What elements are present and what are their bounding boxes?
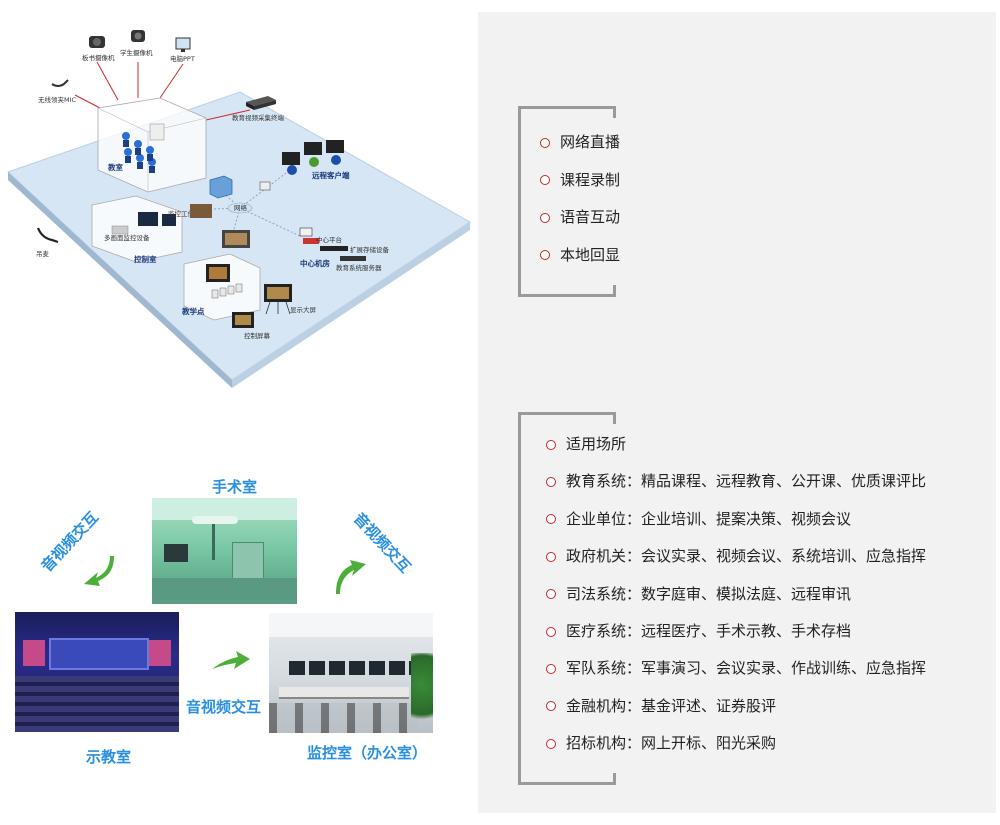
remote-client: [282, 140, 344, 175]
label-network: 网络: [234, 203, 248, 212]
label-demo-classroom: 示教室: [86, 748, 132, 766]
bullet-icon: [546, 664, 556, 675]
network-node: [209, 175, 271, 214]
label-teaching-point: 教学点: [181, 306, 205, 316]
application-label: 适用场所: [566, 435, 627, 453]
applications-list: 适用场所 教育系统：精品课程、远程教育、公开课、优质课评比 企业单位：企业培训、…: [546, 426, 926, 763]
application-item: 司法系统：数字庭审、模拟法庭、远程审讯: [546, 576, 926, 613]
control-room-box: [91, 195, 183, 263]
arrow-down-left-icon: [84, 556, 114, 586]
board-camera: [89, 36, 105, 48]
bullet-icon: [546, 738, 556, 749]
photo-operating-room: [152, 498, 297, 604]
features-bracket: [518, 106, 616, 297]
wireless-mic-icon: [51, 79, 69, 87]
bullet-icon: [546, 701, 556, 712]
teaching-point-box: [183, 253, 261, 321]
label-wireless-mic: 无线领夹MIC: [38, 95, 77, 104]
application-label: 企业单位：企业培训、提案决策、视频会议: [566, 509, 852, 528]
label-av-interaction-bottom: 音视频交互: [186, 698, 262, 716]
label-hanging-mic: 吊麦: [36, 249, 50, 258]
label-remote-client: 远程客户端: [312, 170, 350, 180]
feature-item: 语音互动: [540, 199, 620, 237]
label-control-workstation: 监控工作站: [168, 209, 201, 218]
label-student-camera: 学生摄像机: [120, 48, 153, 57]
label-center-platform: 中心平台: [316, 235, 342, 244]
feature-item: 本地回显: [540, 237, 620, 275]
application-label: 教育系统：精品课程、远程教育、公开课、优质课评比: [566, 472, 927, 491]
hanging-mic-icon: [36, 227, 59, 244]
control-screens: [190, 204, 250, 248]
application-item: 金融机构：基金评述、证券股评: [546, 688, 926, 725]
bullet-icon: [540, 175, 550, 186]
application-label: 招标机构：网上开标、阳光采购: [566, 734, 777, 753]
application-item: 教育系统：精品课程、远程教育、公开课、优质课评比: [546, 463, 926, 500]
classroom-box: [97, 97, 207, 193]
label-control-room: 控制室: [134, 254, 157, 264]
feature-label: 语音互动: [560, 208, 621, 226]
application-item: 企业单位：企业培训、提案决策、视频会议: [546, 501, 926, 538]
feature-label: 本地回显: [560, 245, 621, 264]
topology-diagram: 板书摄像机 学生摄像机 电脑PPT 无线领夹MIC: [7, 30, 471, 388]
label-pc-ppt: 电脑PPT: [170, 54, 195, 63]
feature-label: 课程录制: [560, 170, 621, 189]
label-projector: 显示大屏: [290, 305, 317, 314]
label-edu-server: 教育系统服务器: [336, 263, 382, 272]
feature-label: 网络直播: [560, 133, 621, 151]
application-item: 适用场所: [546, 426, 926, 463]
bullet-icon: [540, 137, 550, 148]
arrow-up-right-icon: [336, 560, 366, 594]
applications-bracket: [518, 412, 616, 785]
bullet-icon: [546, 439, 556, 450]
photo-monitor-room: [269, 613, 433, 733]
application-label: 军队系统：军事演习、会议实录、作战训练、应急指挥: [566, 659, 927, 678]
control-screen: [232, 312, 254, 328]
application-item: 政府机关：会议实录、视频会议、系统培训、应急指挥: [546, 538, 926, 575]
bullet-icon: [546, 551, 556, 562]
arrow-right-icon: [212, 651, 250, 669]
label-classroom: 教室: [107, 162, 123, 172]
feature-item: 网络直播: [540, 124, 620, 162]
label-capture-terminal: 教育视频采集终端: [232, 113, 285, 122]
application-label: 金融机构：基金评述、证券股评: [566, 696, 777, 715]
bullet-icon: [546, 589, 556, 600]
feature-item: 课程录制: [540, 162, 620, 200]
student-camera: [131, 30, 145, 42]
bullet-icon: [540, 250, 550, 261]
label-multi-monitor: 多画面监控设备: [104, 233, 150, 242]
label-operating-room: 手术室: [212, 478, 258, 496]
features-list: 网络直播 课程录制 语音互动 本地回显: [540, 124, 620, 274]
label-center-room: 中心机房: [300, 258, 330, 268]
label-expansion-storage: 扩展存储设备: [350, 245, 390, 254]
application-label: 司法系统：数字庭审、模拟法庭、远程审讯: [566, 584, 852, 603]
application-item: 医疗系统：远程医疗、手术示教、手术存档: [546, 613, 926, 650]
photo-demo-classroom: [15, 612, 179, 732]
application-label: 医疗系统：远程医疗、手术示教、手术存档: [566, 621, 852, 640]
label-board-camera: 板书摄像机: [82, 53, 115, 62]
left-diagrams: 板书摄像机 学生摄像机 电脑PPT 无线领夹MIC: [0, 0, 478, 825]
application-item: 招标机构：网上开标、阳光采购: [546, 725, 926, 762]
bullet-icon: [540, 212, 550, 223]
application-label: 政府机关：会议实录、视频会议、系统培训、应急指挥: [566, 547, 927, 566]
pc-monitor: [175, 37, 191, 52]
capture-terminal: [246, 96, 276, 110]
right-panel: 网络直播 课程录制 语音互动 本地回显 适用场所 教育系统：精品课程、远程教育、…: [478, 12, 996, 813]
application-item: 军队系统：军事演习、会议实录、作战训练、应急指挥: [546, 650, 926, 687]
projector-screen: [264, 284, 292, 315]
label-monitor-room: 监控室（办公室）: [307, 744, 428, 762]
label-control-screen: 控制屏幕: [244, 331, 271, 340]
bullet-icon: [546, 514, 556, 525]
center-room: [299, 227, 366, 261]
bullet-icon: [546, 626, 556, 637]
bullet-icon: [546, 477, 556, 488]
